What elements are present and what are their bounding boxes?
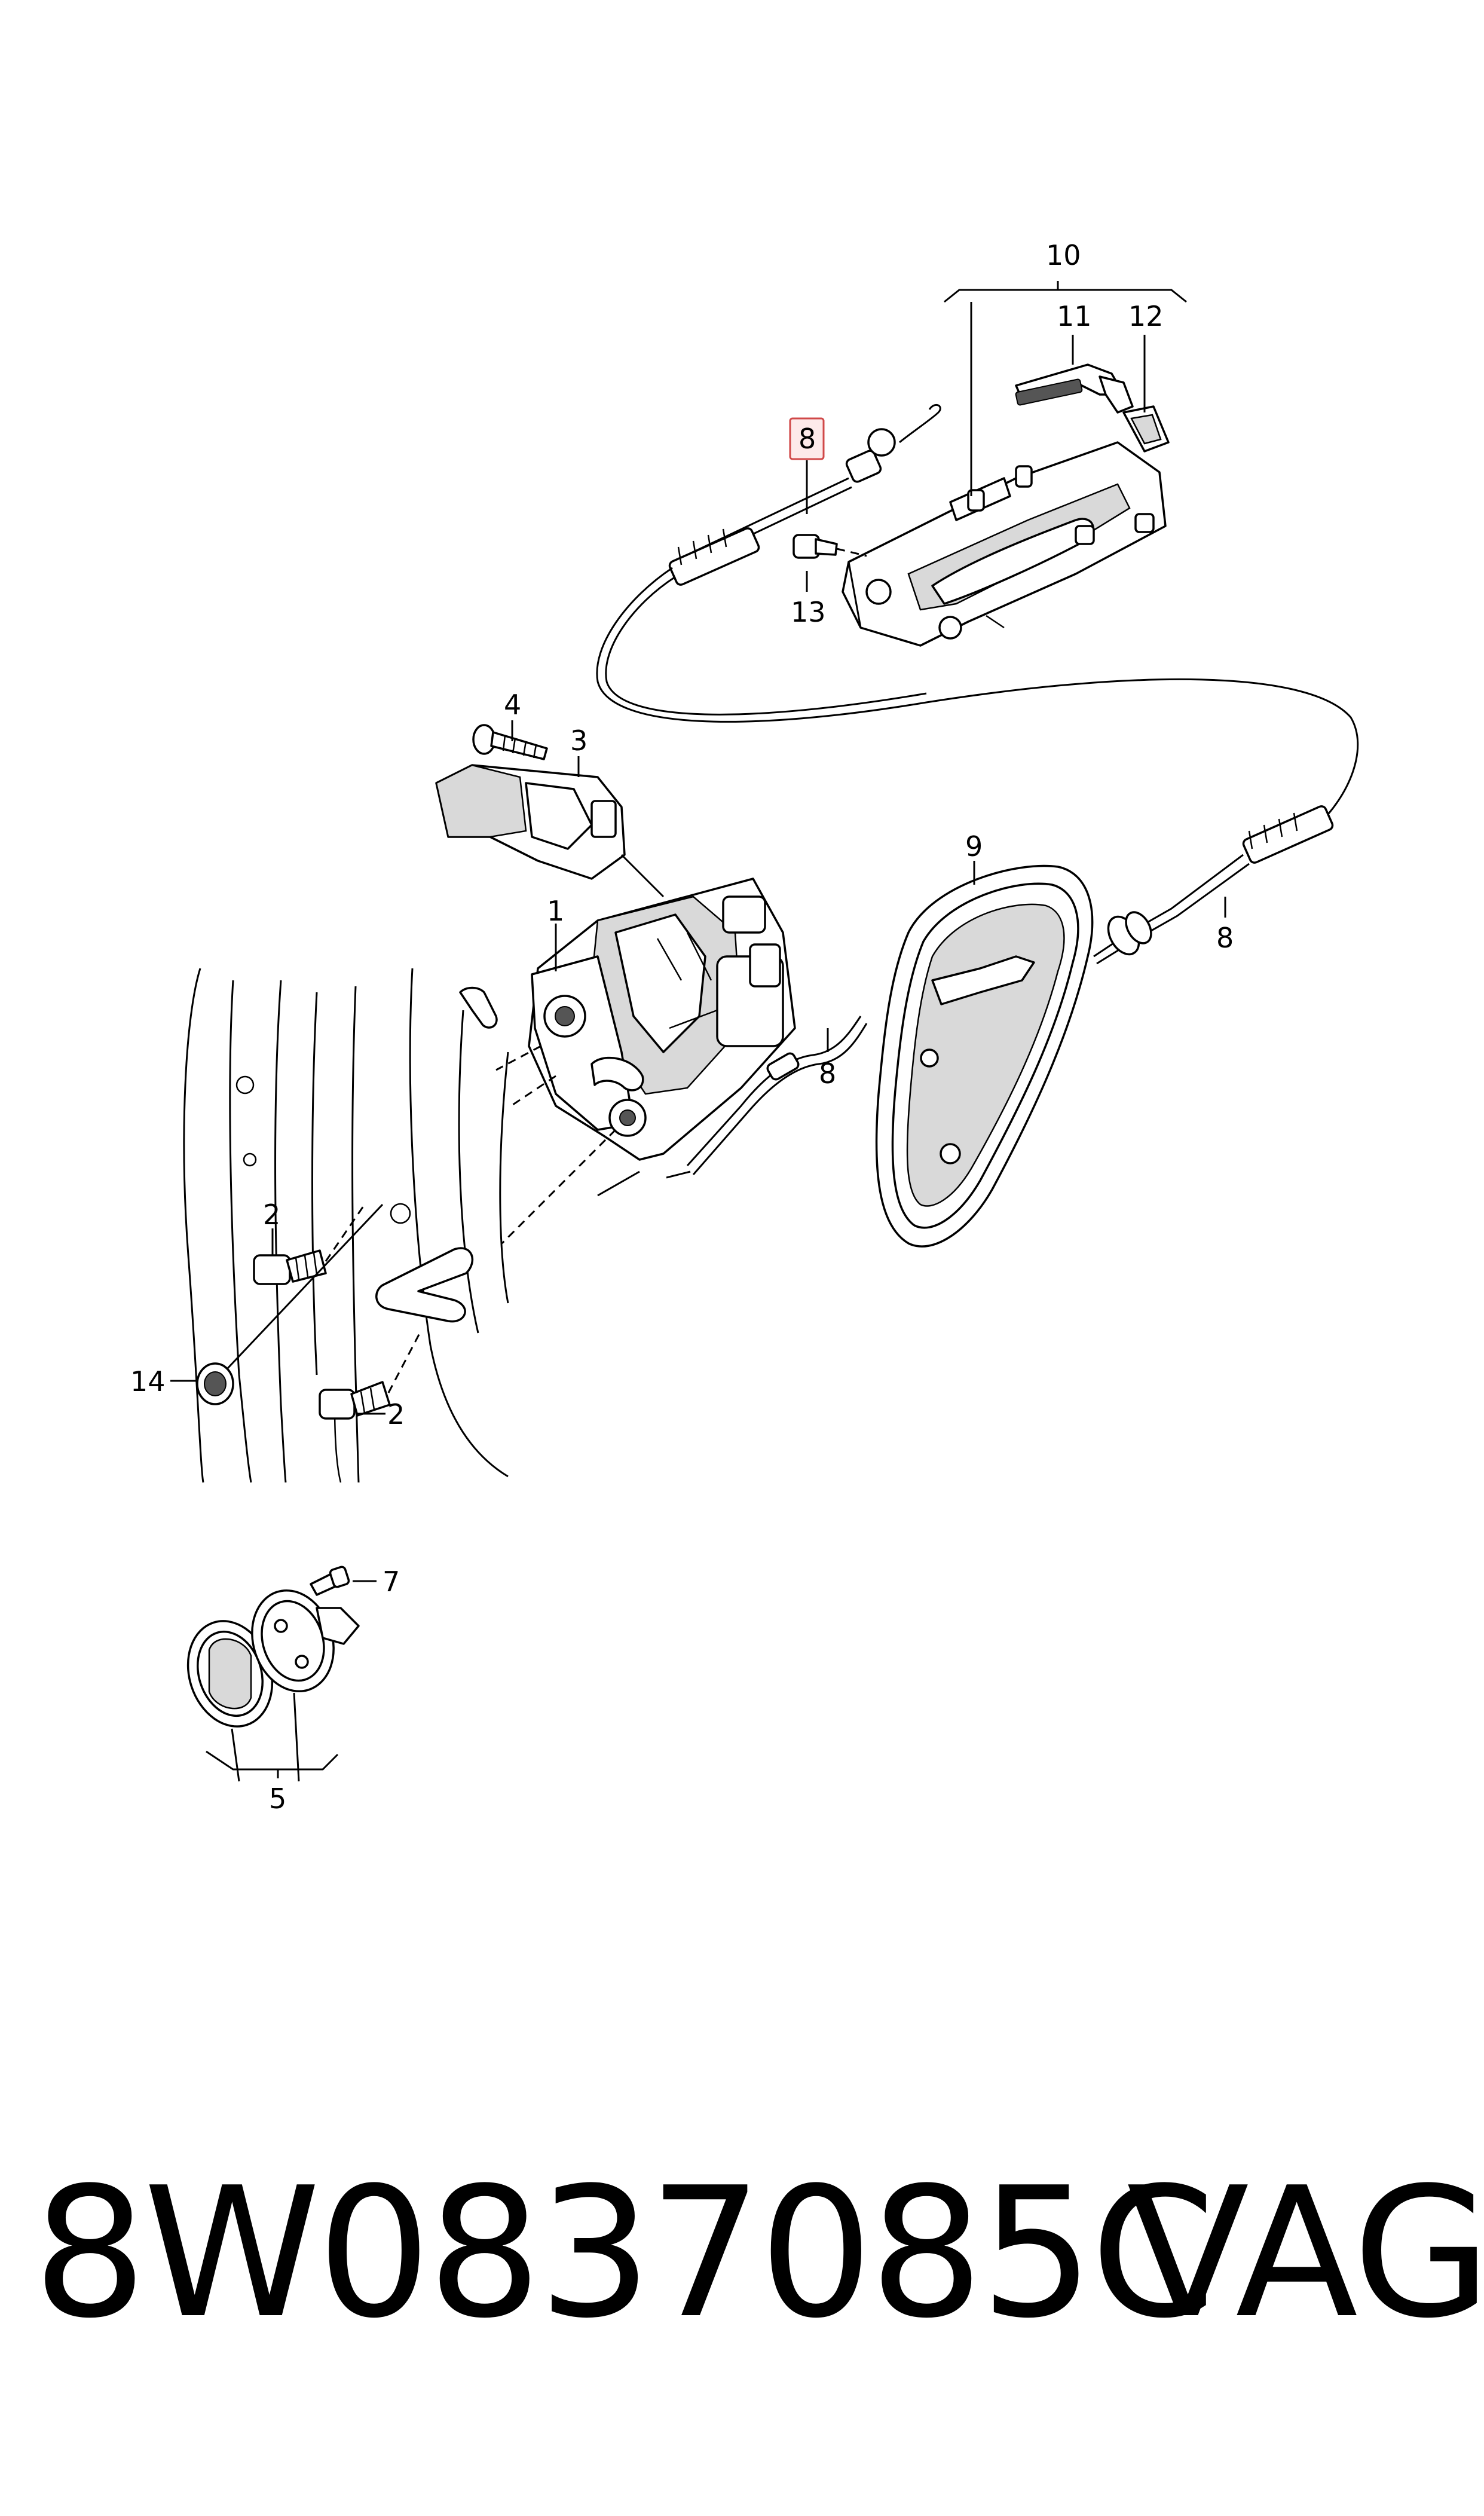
callout-14: 14 <box>130 1365 166 1398</box>
callout-9: 9 <box>965 830 983 863</box>
callout-3: 3 <box>570 724 588 757</box>
callout-5: 5 <box>269 1783 286 1815</box>
striker-plates <box>186 1566 360 1782</box>
callout-12: 12 <box>1128 300 1164 332</box>
brand-name: VAG <box>1127 2149 1484 2358</box>
cable-to-lock <box>666 1016 868 1179</box>
handle-screw <box>793 534 867 559</box>
callout-2-lower: 2 <box>387 1398 405 1430</box>
cover-screw <box>472 724 548 760</box>
handle-seal <box>875 864 1094 1248</box>
release-cable <box>596 567 1359 965</box>
callout-8-right: 8 <box>1216 922 1234 954</box>
callout-labels: 10 11 12 8 13 4 3 1 9 8 8 2 14 2 7 5 <box>130 239 1234 1815</box>
leader-lines <box>170 281 1226 1778</box>
interior-handle-assembly <box>842 441 1167 647</box>
callout-8-mid: 8 <box>819 1057 836 1090</box>
bolt-lower <box>319 1329 423 1420</box>
cable-top-end <box>668 403 941 586</box>
door-frame <box>183 968 509 1483</box>
callout-1: 1 <box>547 895 564 927</box>
callout-4: 4 <box>504 689 521 721</box>
callout-13: 13 <box>791 596 826 628</box>
lock-cover <box>435 764 665 898</box>
callout-10: 10 <box>1046 239 1081 271</box>
handle-clip <box>1122 405 1170 453</box>
callout-highlight-box <box>789 417 825 460</box>
callout-11: 11 <box>1057 300 1092 332</box>
callout-2-upper: 2 <box>263 1199 280 1231</box>
part-number: 8W0837085C <box>33 2149 1216 2358</box>
callout-7: 7 <box>383 1566 400 1598</box>
cover-cap <box>196 1203 384 1405</box>
door-lock-mechanism <box>495 878 796 1245</box>
callout-8-top: 8 <box>798 423 816 455</box>
handle-grip <box>1015 363 1134 414</box>
